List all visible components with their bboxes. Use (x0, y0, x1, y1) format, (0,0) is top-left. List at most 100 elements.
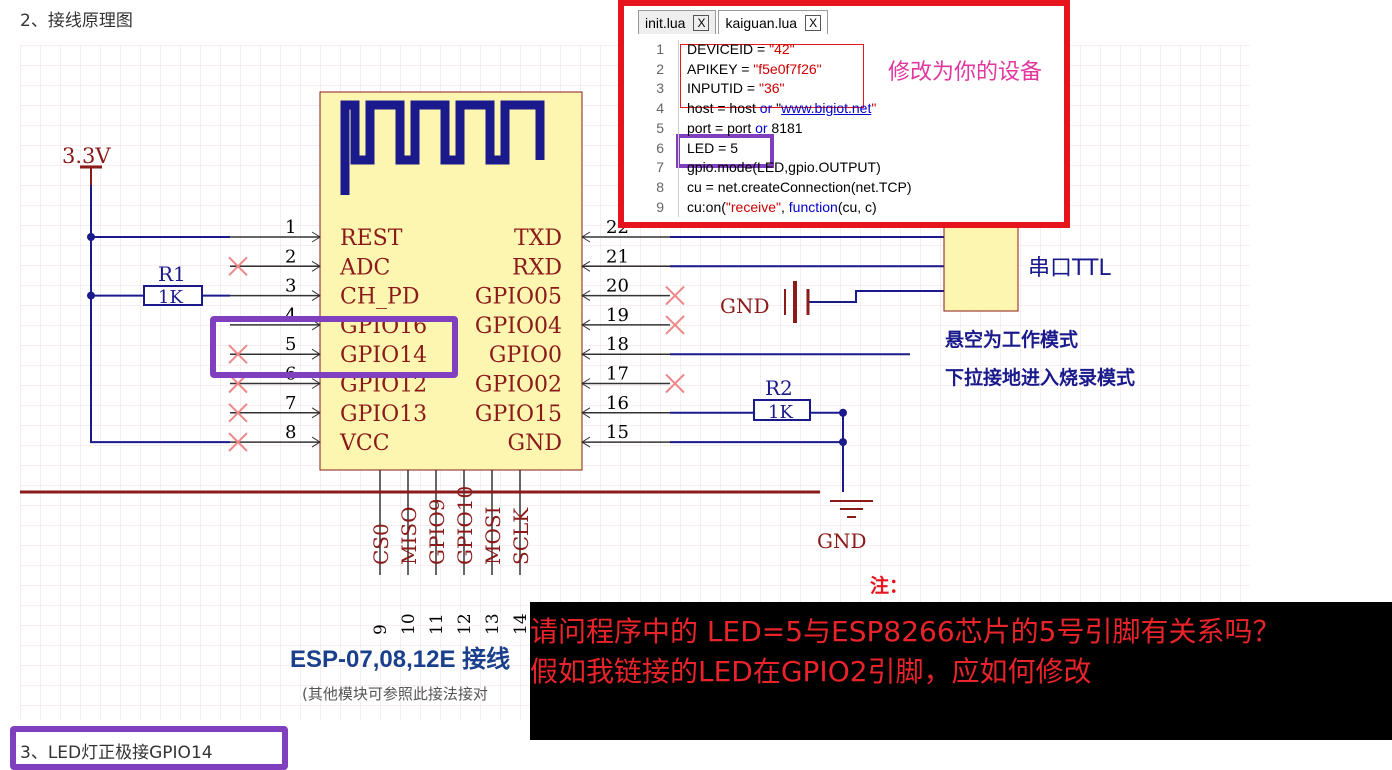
question-line-1: 请问程序中的 LED=5与ESP8266芯片的5号引脚有关系吗？ (530, 615, 1281, 648)
close-icon[interactable]: X (693, 14, 710, 31)
line-number: 2 (636, 59, 679, 80)
pin-number: 2 (285, 246, 296, 267)
line-number: 3 (636, 79, 679, 100)
gnd-left-label: GND (720, 294, 770, 318)
tab-label: init.lua (645, 14, 686, 31)
line-number: 4 (636, 99, 679, 119)
pin-number: 3 (285, 276, 296, 297)
line-number: 5 (636, 118, 679, 139)
pin-number: 13 (483, 613, 503, 635)
close-icon[interactable]: X (805, 14, 822, 31)
pin-name: GPIO14 (340, 343, 427, 368)
pin-name: MISO (397, 507, 421, 565)
pin-number: 17 (606, 364, 629, 385)
junction-dot (839, 438, 847, 447)
pin-name: GPIO04 (475, 314, 562, 339)
note-label: 注： (870, 574, 908, 597)
pin-number: 15 (606, 422, 629, 443)
tab-init-lua[interactable]: init.lua X (638, 10, 717, 34)
pin-name: GPIO10 (453, 486, 477, 565)
module-title: ESP-07,08,12E 接线 (290, 646, 510, 673)
pin-name: CS0 (369, 523, 393, 565)
pin-name: GND (508, 431, 562, 456)
ttl-connector (943, 224, 1019, 312)
wire (808, 290, 944, 303)
pin-number: 1 (285, 217, 296, 238)
right-pin-18: 18 GPIO0 (489, 334, 670, 368)
right-pin-21: 21 RXD (512, 246, 670, 280)
gnd-bottom-label: GND (817, 529, 867, 553)
r2-label: R2 (765, 376, 793, 400)
pin-number: 16 (606, 393, 629, 414)
question-overlay: 请问程序中的 LED=5与ESP8266芯片的5号引脚有关系吗？ 假如我链接的L… (530, 602, 1392, 740)
pin-number: 4 (285, 305, 296, 326)
bottom-pin-9: CS0 9 (369, 470, 393, 635)
r1-value: 1K (158, 287, 183, 308)
right-pin-19: 19 GPIO04 (475, 305, 670, 339)
line-number: 6 (636, 138, 679, 159)
wire (90, 185, 230, 444)
pin-name: RXD (512, 255, 562, 280)
editor-annotation: 修改为你的设备 (888, 60, 1043, 85)
line-number: 8 (636, 177, 679, 198)
line-number: 9 (636, 197, 679, 218)
no-connect-mark (228, 344, 248, 364)
right-pin-16: 16 GPIO15 (475, 393, 670, 427)
no-connect-mark (228, 432, 248, 452)
pin-name: TXD (514, 226, 562, 251)
tab-label: kaiguan.lua (725, 14, 798, 31)
no-connect-mark (665, 285, 685, 306)
pin-name: VCC (339, 431, 390, 456)
pin-number: 14 (511, 613, 531, 635)
pin-number: 19 (606, 305, 629, 326)
r1-label: R1 (158, 262, 186, 286)
wires-layer (87, 185, 944, 492)
junction-dot (87, 291, 95, 300)
pin-name: GPIO15 (475, 402, 562, 427)
note-pulldown: 下拉接地进入烧录模式 (945, 366, 1135, 389)
resistor-r1: R1 1K (143, 262, 203, 308)
pin-number: 10 (399, 613, 419, 635)
right-pin-17: 17 GPIO02 (475, 364, 670, 398)
pin-name: GPIO9 (425, 499, 449, 565)
pin-number: 21 (606, 246, 629, 267)
pin-number: 18 (606, 334, 629, 355)
pin-name: ADC (339, 255, 390, 280)
left-pin-2: 2 ADC (230, 246, 390, 280)
pin-name: GPIO02 (475, 373, 562, 398)
pin-name: GPIO05 (475, 285, 562, 310)
question-line-2: 假如我链接的LED在GPIO2引脚，应如何修改 (530, 655, 1092, 688)
pin-name: SCLK (509, 507, 533, 565)
pin-number: 11 (427, 613, 447, 635)
pin-name: GPIO0 (489, 343, 562, 368)
bottom-pin-14: SCLK 14 (509, 470, 533, 635)
gnd-left-symbol: GND (720, 281, 810, 323)
tab-kaiguan-lua[interactable]: kaiguan.lua X (718, 10, 829, 34)
bottom-pin-10: MISO 10 (397, 470, 421, 635)
bottom-pin-11: GPIO9 11 (425, 470, 449, 635)
right-pin-15: 15 GND (508, 422, 670, 456)
pin-number: 12 (455, 613, 475, 635)
section-heading: 2、接线原理图 (20, 11, 133, 31)
pin-number: 9 (371, 624, 391, 635)
junction-dot (87, 233, 95, 241)
bottom-pin-12: GPIO10 12 (453, 470, 477, 635)
bottom-heading: 3、LED灯正极接GPIO14 (20, 743, 213, 763)
